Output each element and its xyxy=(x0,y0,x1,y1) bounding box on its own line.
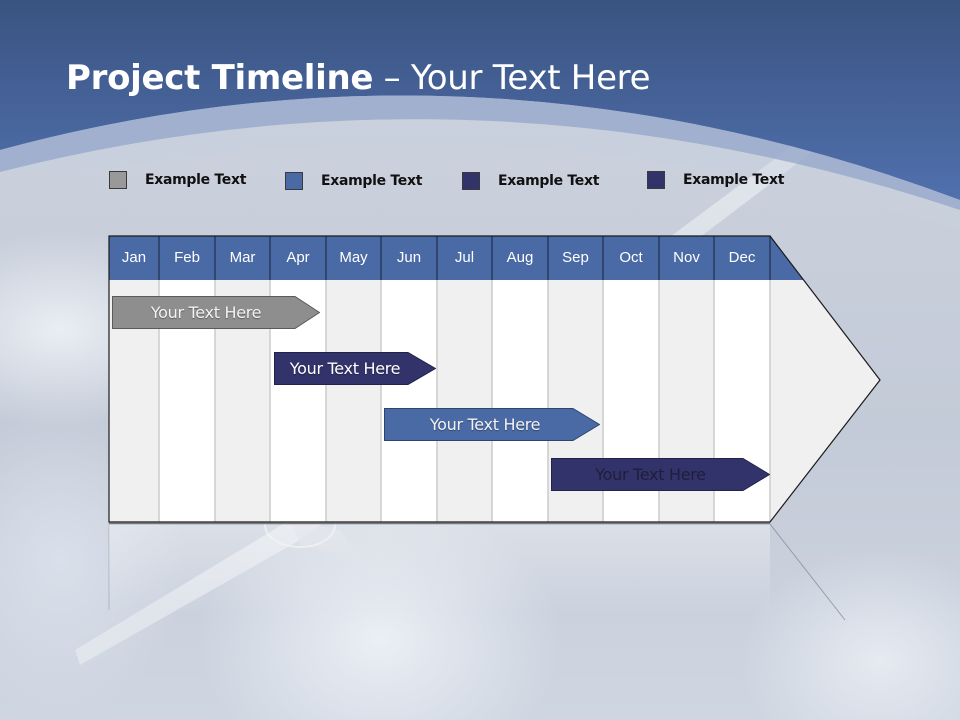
arrow-shape-icon xyxy=(112,296,320,329)
month-nov: Nov xyxy=(673,249,700,266)
task-bar-2[interactable]: Your Text Here xyxy=(274,352,436,385)
month-jun: Jun xyxy=(396,249,422,266)
legend-label: Example Text xyxy=(145,172,247,188)
month-jul: Jul xyxy=(454,249,475,266)
month-feb: Feb xyxy=(174,249,200,266)
month-may: May xyxy=(339,249,368,266)
task-bar-label: Your Text Here xyxy=(289,359,401,378)
task-bar-label: Your Text Here xyxy=(595,465,706,484)
task-bar-1[interactable]: Your Text Here xyxy=(112,296,320,329)
arrow-shape-icon xyxy=(274,352,436,385)
arrow-shape-icon xyxy=(551,458,770,491)
task-bar-label: Your Text Here xyxy=(150,303,262,322)
month-aug: Aug xyxy=(506,249,534,266)
legend-label: Example Text xyxy=(498,173,600,189)
legend-swatch-blue xyxy=(285,172,303,190)
task-bar-label: Your Text Here xyxy=(429,415,541,434)
month-sep: Sep xyxy=(562,249,589,266)
legend-item-1: Example Text xyxy=(109,171,246,189)
task-bar-3[interactable]: Your Text Here xyxy=(384,408,600,441)
legend-swatch-gray xyxy=(109,171,127,189)
header-band xyxy=(0,0,960,230)
page-title: Project Timeline – Your Text Here xyxy=(66,58,651,98)
month-dec: Dec xyxy=(728,249,756,266)
month-jan: Jan xyxy=(121,249,147,266)
month-apr: Apr xyxy=(286,249,310,266)
month-oct: Oct xyxy=(619,249,643,266)
task-bar-4[interactable]: Your Text Here xyxy=(551,458,770,491)
legend-swatch-navy xyxy=(462,172,480,190)
legend-label: Example Text xyxy=(321,173,423,189)
legend-item-2: Example Text xyxy=(285,172,422,190)
legend-label: Example Text xyxy=(683,172,785,188)
title-bold: Project Timeline xyxy=(66,58,374,98)
legend-item-4: Example Text xyxy=(647,171,784,189)
title-subtitle: – Your Text Here xyxy=(373,58,651,98)
legend-swatch-navy xyxy=(647,171,665,189)
legend-item-3: Example Text xyxy=(462,172,599,190)
month-mar: Mar xyxy=(229,249,256,266)
arrow-shape-icon xyxy=(384,408,600,441)
